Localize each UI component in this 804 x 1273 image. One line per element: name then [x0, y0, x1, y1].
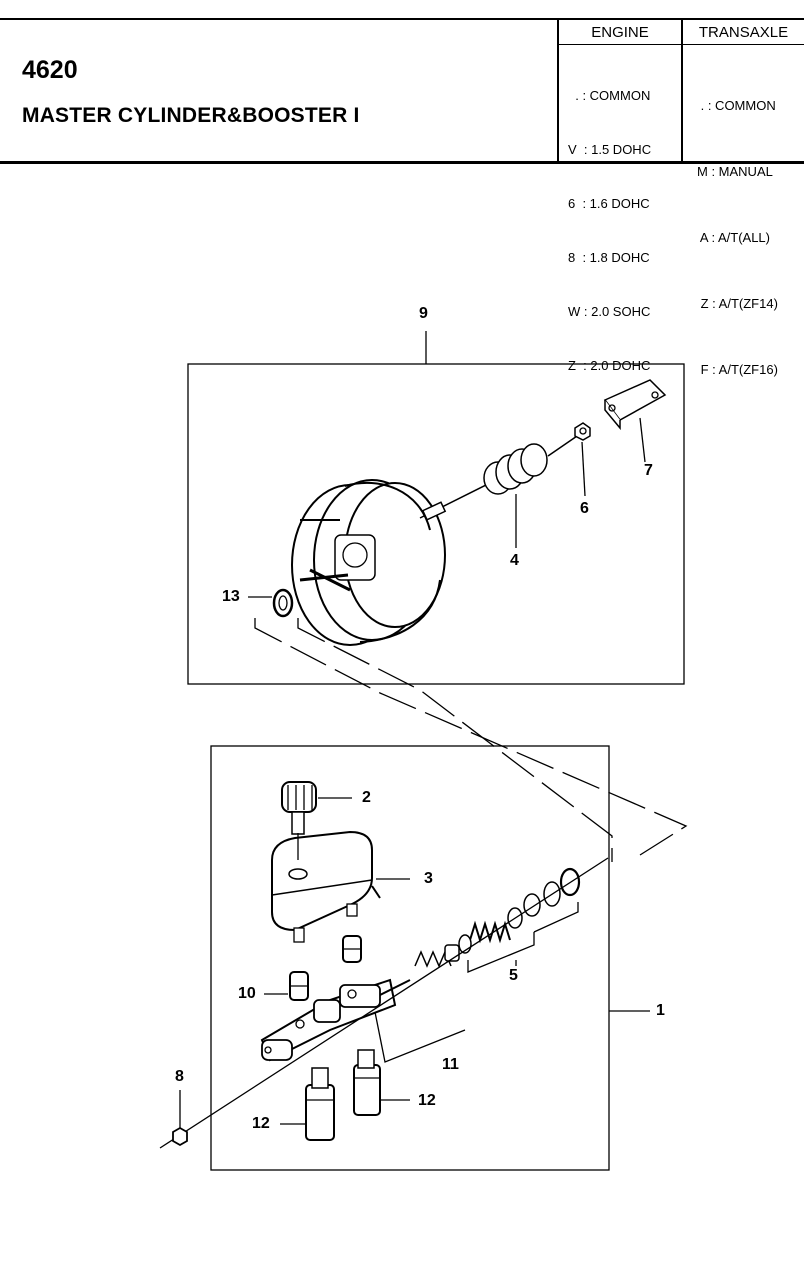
section-code: 4620	[22, 56, 78, 84]
callout-4: 4	[510, 552, 519, 569]
callout-1: 1	[656, 1002, 665, 1019]
transaxle-legend: . : COMMON M : MANUAL A : A/T(ALL) Z : A…	[697, 51, 778, 425]
engine-code: 8 : 1.8 DOHC	[568, 250, 650, 265]
engine-code: 6 : 1.6 DOHC	[568, 196, 650, 211]
callout-12: 12	[418, 1092, 436, 1109]
parts-catalog-header: 4620 MASTER CYLINDER&BOOSTER I ENGINE TR…	[0, 0, 804, 377]
leader-6	[581, 441, 586, 497]
callout-2: 2	[362, 789, 371, 806]
master-cylinder-axis	[159, 857, 609, 1149]
callout-10: 10	[238, 985, 256, 1002]
proportioning-valve-icon	[305, 1049, 381, 1141]
section-title: MASTER CYLINDER&BOOSTER I	[22, 104, 360, 127]
engine-code: W : 2.0 SOHC	[568, 304, 651, 319]
callout-11: 11	[442, 1056, 459, 1073]
leader-5-a	[467, 932, 535, 973]
engine-code: . : COMMON	[568, 88, 651, 103]
leader-5-b	[533, 902, 579, 933]
callout-7: 7	[644, 462, 653, 479]
reservoir-icon	[271, 830, 381, 943]
grommet-icon	[289, 935, 362, 1001]
leader-11	[374, 1011, 466, 1063]
transaxle-code: M : MANUAL	[697, 164, 773, 179]
callout-13: 13	[222, 588, 240, 605]
header-divider-engine	[557, 20, 559, 162]
assembly-link-lines	[254, 618, 688, 862]
column-heading-rule	[559, 44, 804, 45]
reservoir-cap-icon	[281, 781, 317, 835]
callout-9: 9	[419, 305, 428, 322]
master-cylinder-body-icon	[260, 978, 411, 1062]
master-cylinder-group-box	[210, 745, 610, 1171]
engine-code: Z : 2.0 DOHC	[568, 358, 651, 373]
boot-icon	[483, 433, 581, 495]
brake-booster-icon	[291, 467, 521, 646]
transaxle-code: Z : A/T(ZF14)	[697, 296, 778, 311]
header-bottom-rule	[0, 161, 804, 164]
nut-icon	[574, 422, 591, 441]
engine-heading: ENGINE	[591, 24, 649, 41]
seal-icon	[272, 588, 294, 618]
header-top-rule	[0, 18, 804, 20]
callout-3: 3	[424, 870, 433, 887]
header-divider-transaxle	[681, 20, 683, 162]
nut-icon	[172, 1126, 188, 1147]
callout-6: 6	[580, 500, 589, 517]
piston-spring-icon	[414, 867, 581, 968]
callout-5: 5	[509, 967, 518, 984]
leader-7	[639, 417, 646, 463]
engine-legend: . : COMMON V : 1.5 DOHC 6 : 1.6 DOHC 8 :…	[568, 51, 651, 411]
transaxle-code: A : A/T(ALL)	[697, 230, 770, 245]
clevis-icon	[603, 379, 667, 431]
transaxle-code: F : A/T(ZF16)	[697, 362, 778, 377]
callout-12: 12	[252, 1115, 270, 1132]
transaxle-heading: TRANSAXLE	[698, 24, 789, 41]
booster-group-box	[187, 363, 685, 685]
engine-code: V : 1.5 DOHC	[568, 142, 652, 157]
callout-8: 8	[175, 1068, 184, 1085]
transaxle-code: . : COMMON	[697, 98, 776, 113]
